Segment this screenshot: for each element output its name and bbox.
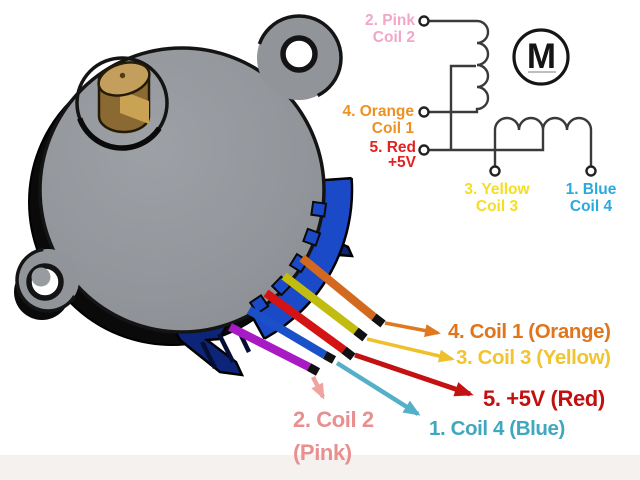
wire-red bbox=[263, 289, 356, 361]
callout-label-pink-line1: 2. Coil 2 bbox=[293, 407, 374, 432]
shaft-center-dot bbox=[119, 72, 126, 79]
callout-label-red: 5. +5V (Red) bbox=[483, 386, 605, 411]
schematic-label-red: 5. Red +5V bbox=[295, 139, 416, 171]
terminal-yellow bbox=[489, 165, 501, 177]
callout-arrows bbox=[310, 321, 474, 416]
coil12-center-tap bbox=[449, 64, 476, 150]
connector-collar bbox=[249, 178, 352, 339]
schematic-label-pink-line1: 2. Pink bbox=[365, 12, 415, 29]
schematic-label-yellow-line2: Coil 3 bbox=[475, 198, 519, 215]
motor-symbol-letter: M bbox=[526, 37, 556, 76]
schematic-label-pink-line2: Coil 2 bbox=[372, 29, 415, 46]
schematic bbox=[418, 15, 597, 177]
connector-collar-outline bbox=[263, 178, 354, 340]
arrow-yellow bbox=[366, 337, 455, 363]
schematic-label-blue: 1. Blue Coil 4 bbox=[546, 181, 636, 215]
motor-wires bbox=[228, 254, 386, 376]
terminal-red bbox=[418, 144, 430, 156]
coil3-coil4-winding bbox=[493, 116, 593, 167]
schematic-label-yellow: 3. Yellow Coil 3 bbox=[452, 181, 542, 215]
schematic-label-yellow-line1: 3. Yellow bbox=[464, 181, 530, 198]
callout-label-yellow: 3. Coil 3 (Yellow) bbox=[456, 346, 611, 369]
schematic-label-blue-line1: 1. Blue bbox=[565, 181, 617, 198]
callout-label-orange: 4. Coil 1 (Orange) bbox=[448, 320, 611, 343]
wire-orange bbox=[299, 254, 386, 328]
wire-yellow bbox=[281, 272, 368, 342]
motor-render bbox=[14, 14, 386, 377]
wire-pink bbox=[228, 323, 321, 376]
terminal-blue bbox=[585, 165, 597, 177]
schematic-label-blue-line2: Coil 4 bbox=[569, 198, 613, 215]
shaft-flat bbox=[120, 90, 149, 124]
wire-blue bbox=[246, 306, 337, 364]
arrow-blue bbox=[335, 361, 421, 416]
arrow-orange bbox=[384, 321, 441, 337]
motor-symbol-circle bbox=[512, 28, 570, 86]
schematic-label-orange-line2: Coil 1 bbox=[371, 120, 414, 137]
ear-hole-top-right bbox=[280, 35, 318, 73]
schematic-label-red-line2: +5V bbox=[387, 154, 416, 171]
arrow-pink bbox=[310, 375, 326, 400]
plus5v-bus bbox=[429, 130, 545, 152]
schematic-label-red-line1: 5. Red bbox=[369, 139, 416, 156]
mounting-ear-bottom-left bbox=[15, 247, 79, 313]
shaft-top bbox=[97, 61, 151, 97]
mounting-ear-top-right bbox=[257, 14, 343, 100]
schematic-label-orange: 4. Orange Coil 1 bbox=[285, 103, 415, 137]
terminal-pink bbox=[418, 15, 430, 27]
callout-label-pink: 2. Coil 2 (Pink) bbox=[293, 403, 374, 469]
footer-strip bbox=[0, 455, 640, 480]
schematic-label-orange-line1: 4. Orange bbox=[342, 103, 415, 120]
arrow-red bbox=[354, 352, 474, 397]
schematic-label-pink: 2. Pink Coil 2 bbox=[300, 12, 415, 46]
collar-endcap-top bbox=[321, 176, 352, 182]
callout-label-blue: 1. Coil 4 (Blue) bbox=[429, 417, 565, 440]
terminal-orange bbox=[418, 106, 430, 118]
shaft bbox=[75, 56, 169, 151]
callout-label-pink-line2: (Pink) bbox=[293, 440, 352, 465]
coil2-coil1-winding bbox=[429, 19, 490, 114]
